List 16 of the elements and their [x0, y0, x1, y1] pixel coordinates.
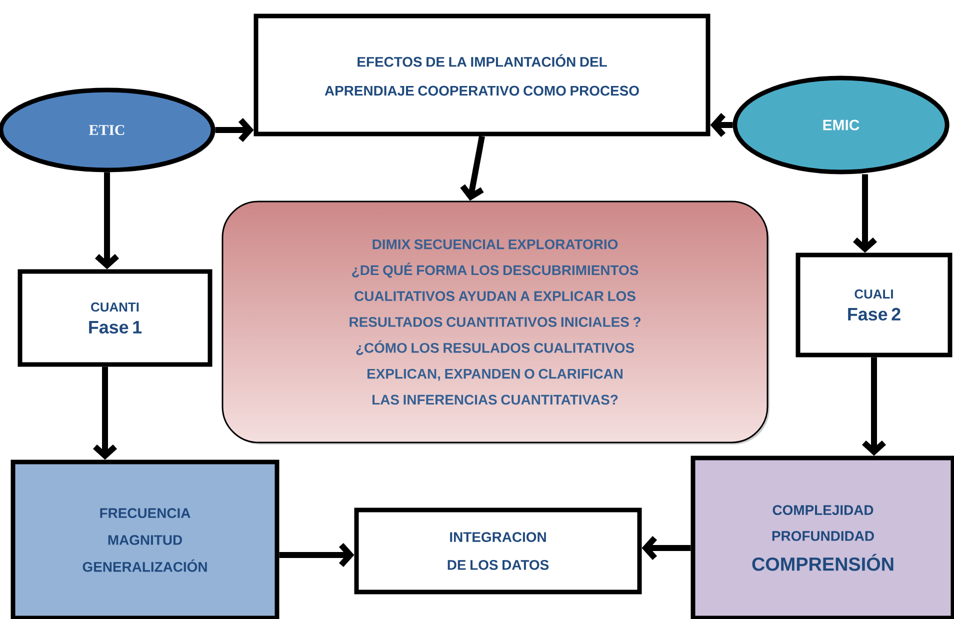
arrow [279, 542, 354, 567]
arrow [93, 366, 118, 460]
question-box: DIMIX SECUENCIAL EXPLORATORIO ¿DE QUÉ FORMA LOS DESCUBRIMIENTOS CUALITATIVOS AYUDAN A EXPLICAR LOS RESULTADOS CUANTITATIVOS INICIALES ? ¿CÓMO LOS RESULADOS CUALITATIVOS EXPLICAN, EXPANDEN O CLARIFICAN LAS INFERENCIAS CUANTITATIVAS? [222, 200, 770, 444]
ellipse-node: EMIC [732, 76, 950, 174]
arrow [853, 174, 877, 253]
result-box: FRECUENCIA MAGNITUD GENERALIZACIÓN [10, 460, 280, 619]
result-box: COMPLEJIDAD PROFUNDIDAD COMPRENSIÓN [690, 456, 954, 619]
process-box: INTEGRACION DE LOS DATOS [354, 508, 642, 594]
arrow [460, 136, 485, 201]
process-box: CUANTI Fase 1 [18, 269, 212, 367]
arrow [642, 536, 691, 560]
process-box: CUALI Fase 2 [796, 252, 952, 358]
arrow [862, 357, 886, 456]
process-box: EFECTOS DE LA IMPLANTACIÓN DEL APRENDIAJE COOPERATIVO COMO PROCESO [254, 14, 710, 136]
arrow [215, 118, 254, 142]
arrow [95, 172, 120, 270]
